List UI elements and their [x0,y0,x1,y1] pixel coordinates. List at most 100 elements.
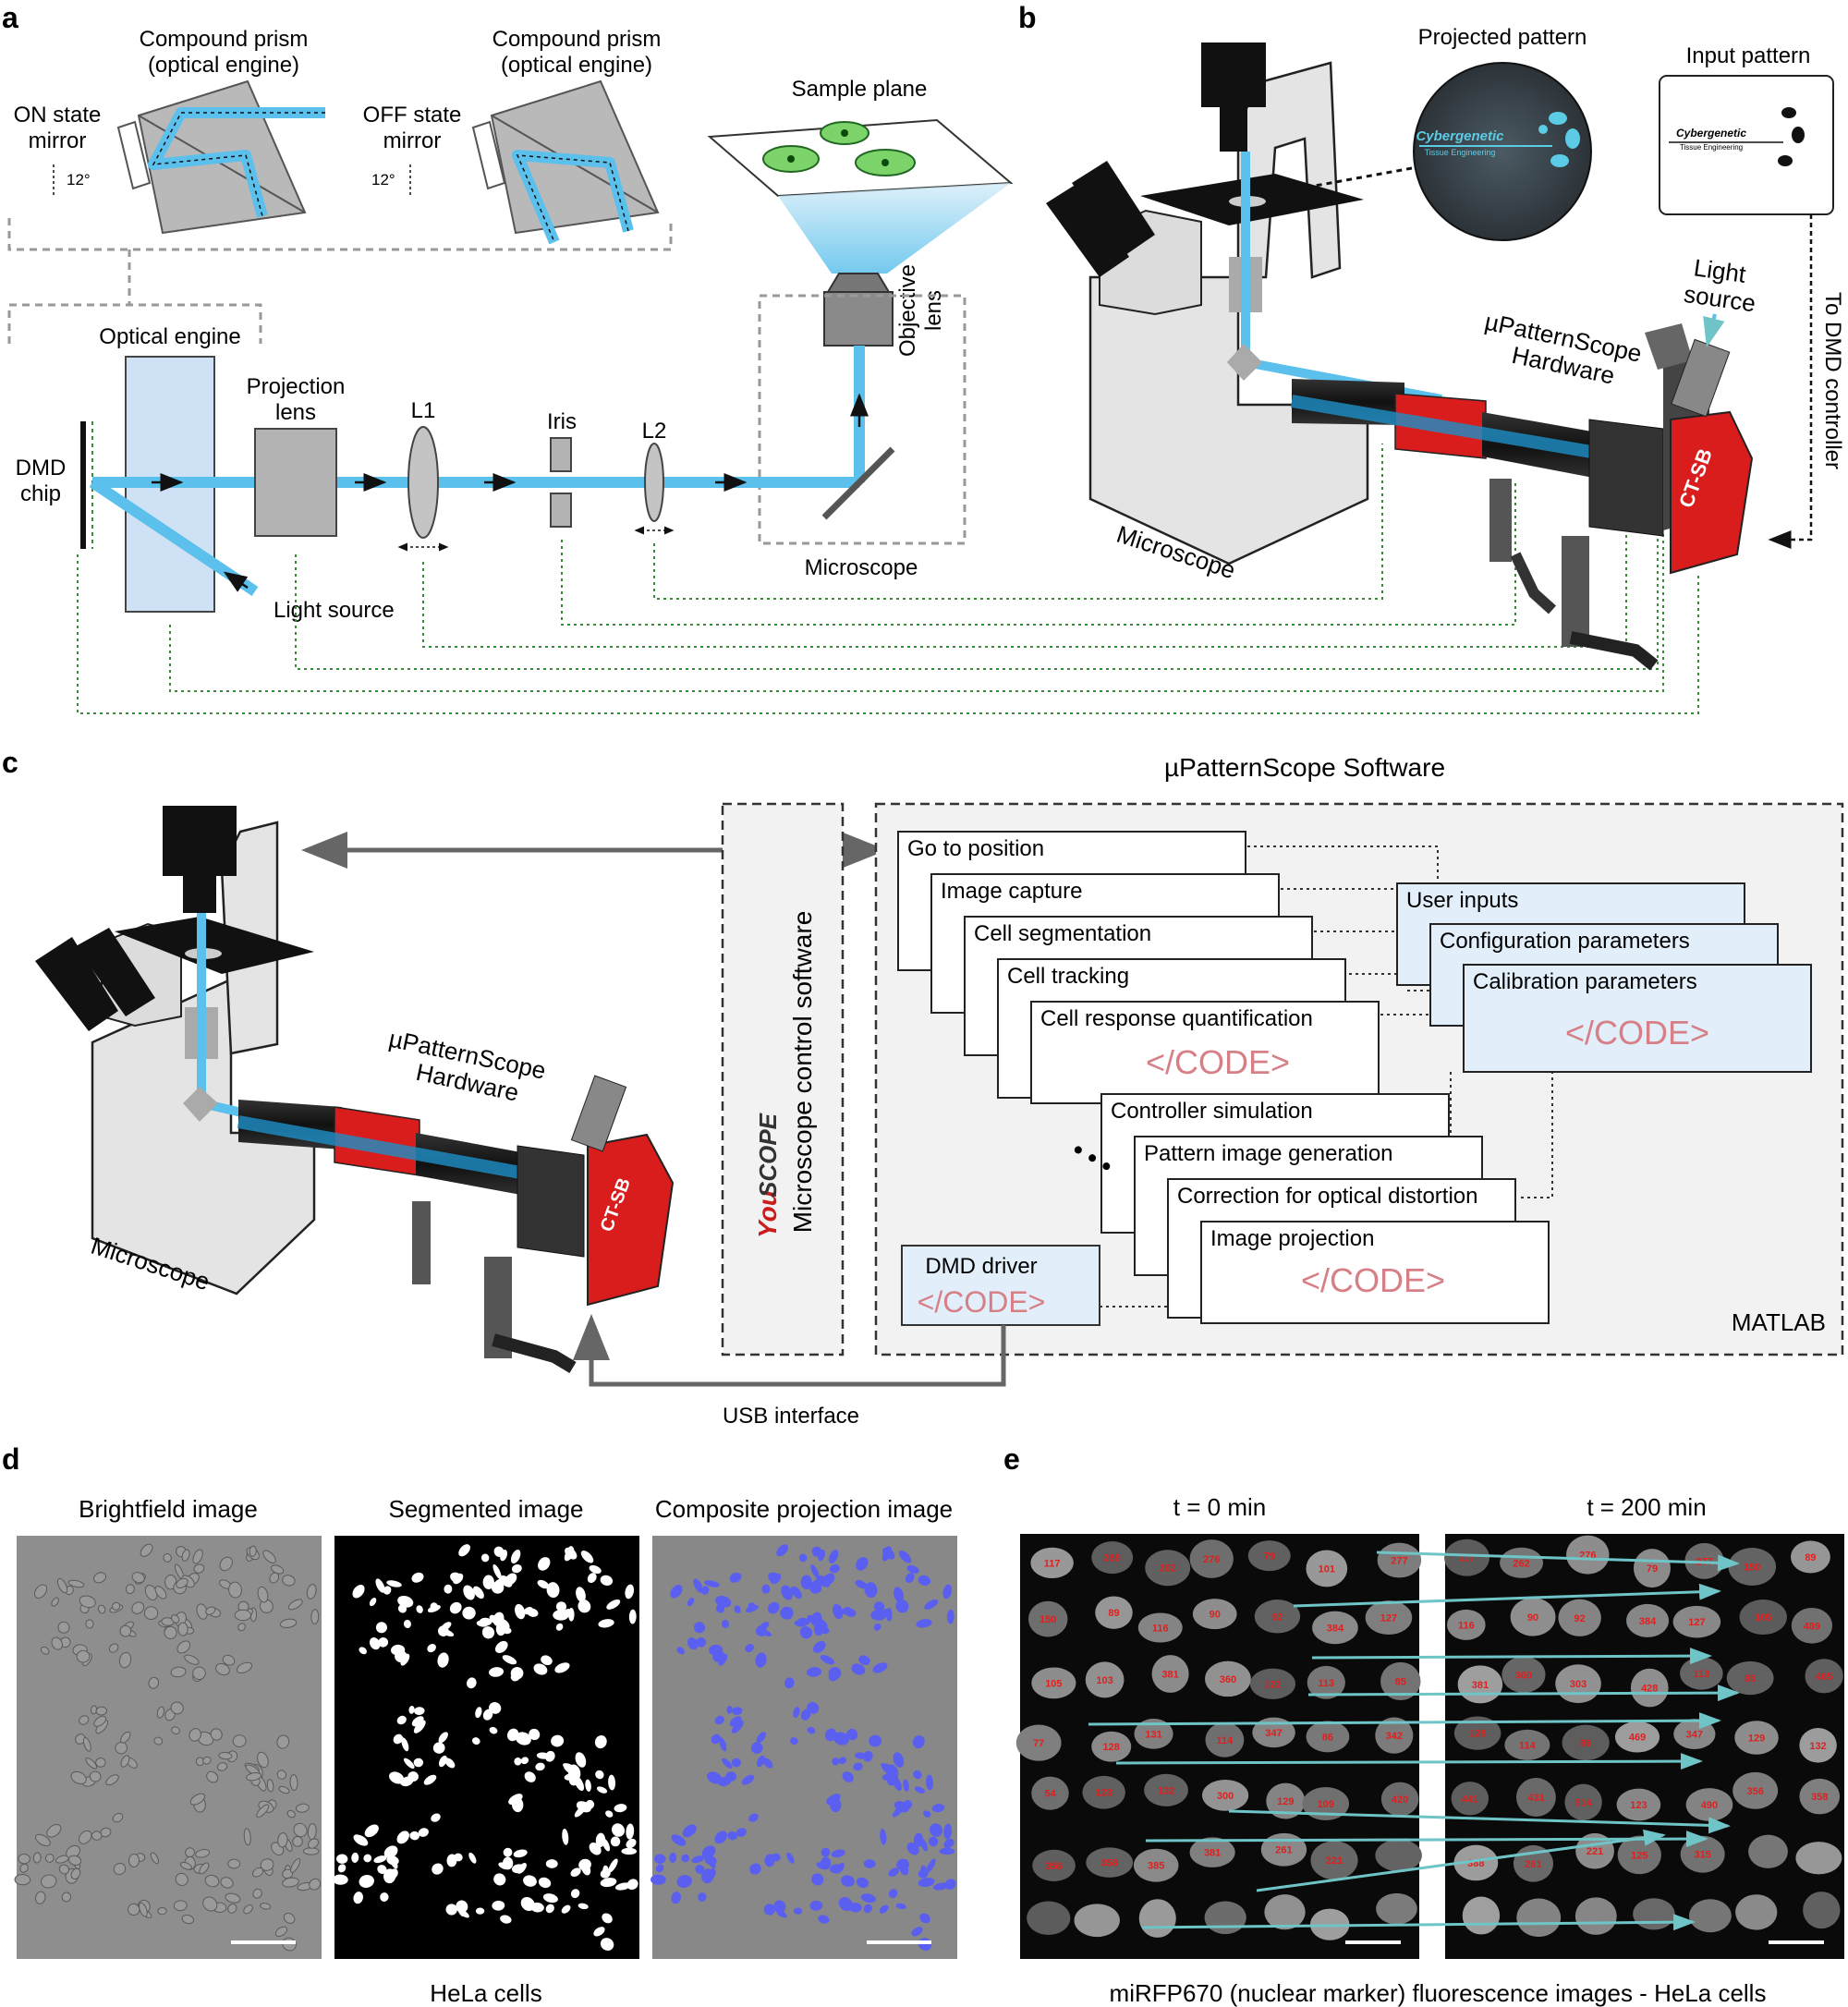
nucleus [1684,1542,1724,1579]
comp-cell [873,1623,881,1631]
nucleus [1502,1656,1546,1693]
comp-cell [869,1734,882,1747]
comp-cell [721,1758,733,1770]
bf-cell [44,1854,55,1863]
tracking-arrows [1088,1551,1740,1931]
nucleus-id: 384 [1327,1623,1344,1634]
bf-cell [216,1762,228,1771]
nucleus [1189,1837,1235,1867]
nucleus-id: 116 [1152,1624,1169,1635]
bf-cell [199,1862,210,1875]
comp-cell [856,1877,869,1889]
seg-cell [570,1889,580,1899]
nucleus-id: 129 [1277,1796,1294,1807]
module-box[interactable] [1030,1001,1380,1104]
objective-label-1: Objective [895,264,920,357]
comp-cell [858,1655,870,1666]
module-box[interactable] [1200,1221,1550,1324]
seg-cell [396,1831,409,1844]
seg-cell [595,1770,604,1780]
track-arrow [1145,1831,1708,1848]
seg-cell [393,1733,404,1745]
seg-cell [430,1602,438,1611]
seg-cell [492,1563,502,1580]
off-mirror-angle: 12° [371,171,395,189]
nucleus-id: 128 [1469,1729,1486,1740]
comp-cell [732,1707,743,1715]
comp-cell [903,1779,909,1792]
bf-cell [228,1581,242,1599]
comp-cell [695,1865,705,1874]
bf-cell [279,1618,298,1629]
d-title-segmented: Segmented image [388,1495,583,1523]
segmented-image [334,1536,639,1959]
module-code: </CODE> [1146,1043,1290,1081]
seg-cell [533,1663,548,1675]
seg-cell [555,1601,567,1612]
comp-cell [725,1771,736,1782]
comp-cell [832,1758,840,1766]
segmented-cells [333,1544,638,1951]
nucleus [1516,1898,1562,1938]
comp-cell [818,1550,826,1562]
comp-cell [748,1813,759,1822]
comp-cell [756,1732,766,1744]
nucleus [1799,1778,1841,1815]
bf-cell [170,1701,184,1715]
comp-cell [750,1742,763,1754]
comp-cell [856,1557,869,1571]
bf-cell [243,1828,251,1846]
seg-cell [375,1622,387,1634]
software-title: µPatternScope Software [1164,753,1445,782]
bf-cell [192,1549,203,1564]
seg-cell [574,1805,587,1818]
d-caption: HeLa cells [430,1979,541,2007]
bf-cell [79,1830,92,1844]
nucleus-id: 342 [1386,1731,1403,1742]
comp-cell [736,1828,747,1837]
comp-cell [913,1770,922,1780]
bf-cell [177,1622,188,1636]
nucleus [1748,1834,1788,1868]
panel-letter-a: a [2,1,18,34]
comp-cell [812,1640,826,1653]
comp-cell [714,1715,724,1725]
seg-cell [432,1742,445,1754]
comp-cell [912,1734,925,1749]
dmd-driver-box[interactable] [901,1245,1100,1326]
seg-cell [535,1762,545,1771]
bf-cell [184,1654,200,1665]
seg-cell [554,1662,570,1673]
seg-cell [570,1867,581,1878]
seg-cell [444,1584,453,1594]
comp-cell [872,1662,888,1673]
seg-cell [359,1875,374,1888]
bf-cell [93,1715,107,1727]
bf-cell [85,1619,94,1629]
bf-cell [95,1706,108,1716]
bf-cell [222,1654,236,1666]
seg-cell [606,1600,621,1610]
usb-label: USB interface [723,1404,859,1429]
module-label: Controller simulation [1111,1099,1313,1124]
nucleus-id: 441 [1462,1794,1478,1805]
nucleus-id: 85 [1395,1676,1406,1687]
projected-pattern: Projected pattern Cybergenetic Tissue En… [1269,25,1592,241]
comp-cell [838,1896,853,1912]
seg-cell [407,1771,419,1782]
bf-cell [40,1646,50,1655]
seg-cell [373,1855,387,1864]
bf-cell [234,1609,252,1622]
nucleus [1307,1665,1345,1699]
bf-cell [219,1556,233,1572]
seg-cell [510,1550,521,1564]
comp-cell [932,1882,949,1891]
bf-cell [227,1858,241,1869]
objective-lens: Objective lens [823,264,946,357]
bf-cell [274,1926,288,1937]
comp-cell [767,1601,780,1614]
bf-cell [249,1545,257,1557]
seg-cell [628,1609,637,1624]
